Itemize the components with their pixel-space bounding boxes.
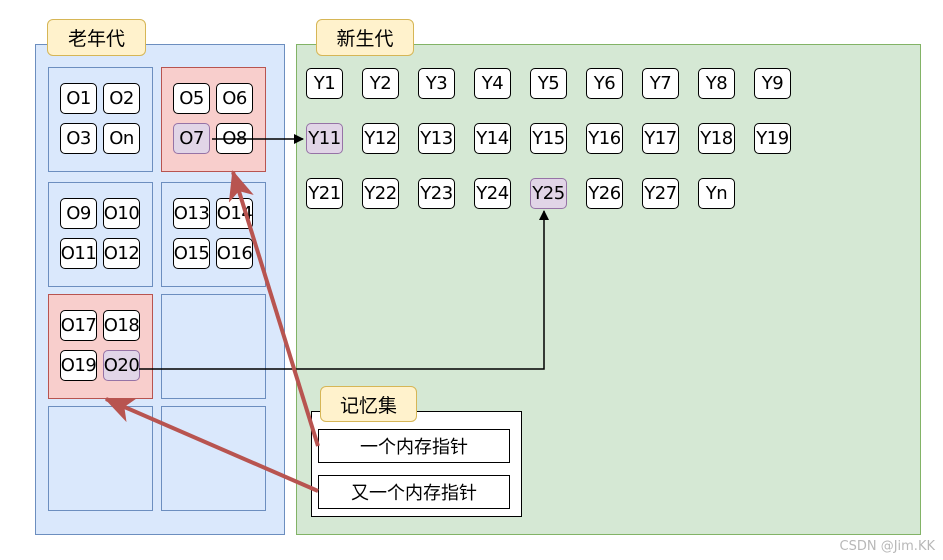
- old-object: O1: [60, 83, 97, 114]
- young-object: Y4: [474, 68, 511, 99]
- old-object: O10: [103, 198, 140, 229]
- old-object: O13: [173, 198, 210, 229]
- young-object: Y19: [754, 123, 791, 154]
- old-object: O17: [60, 310, 97, 341]
- young-object: Y2: [362, 68, 399, 99]
- young-object: Y7: [642, 68, 679, 99]
- old-generation-label: 老年代: [47, 19, 146, 56]
- young-object: Y9: [754, 68, 791, 99]
- young-object: Y22: [362, 178, 399, 209]
- young-object: Y26: [586, 178, 623, 209]
- young-object: Y6: [586, 68, 623, 99]
- old-object: O6: [216, 83, 253, 114]
- young-object: Y3: [418, 68, 455, 99]
- remembered-set-label: 记忆集: [320, 386, 417, 422]
- old-object: O12: [103, 238, 140, 269]
- young-object: Y11: [306, 123, 343, 154]
- young-generation-label: 新生代: [316, 19, 414, 56]
- young-object: Y14: [474, 123, 511, 154]
- young-object: Y5: [530, 68, 567, 99]
- young-object: Y12: [362, 123, 399, 154]
- young-object: Y1: [306, 68, 343, 99]
- old-object: O15: [173, 238, 210, 269]
- old-object: O9: [60, 198, 97, 229]
- old-object: O11: [60, 238, 97, 269]
- old-object: O8: [216, 123, 253, 154]
- young-object: Y24: [474, 178, 511, 209]
- young-object: Y16: [586, 123, 623, 154]
- old-object: O20: [103, 350, 140, 381]
- watermark: CSDN @Jim.KK: [839, 539, 936, 554]
- young-object: Y15: [530, 123, 567, 154]
- young-object: Yn: [698, 178, 735, 209]
- old-object: On: [103, 123, 140, 154]
- young-object: Y8: [698, 68, 735, 99]
- old-object: O16: [216, 238, 253, 269]
- young-object: Y21: [306, 178, 343, 209]
- remembered-set-entry: 又一个内存指针: [318, 475, 510, 509]
- young-object: Y27: [642, 178, 679, 209]
- old-object: O18: [103, 310, 140, 341]
- old-object: O19: [60, 350, 97, 381]
- young-object: Y18: [698, 123, 735, 154]
- old-region: [161, 294, 266, 399]
- old-object: O5: [173, 83, 210, 114]
- old-object: O3: [60, 123, 97, 154]
- old-region: [48, 406, 153, 511]
- old-region: [161, 406, 266, 511]
- young-object: Y23: [418, 178, 455, 209]
- old-object: O7: [173, 123, 210, 154]
- remembered-set-entry: 一个内存指针: [318, 429, 510, 463]
- young-object: Y25: [530, 178, 567, 209]
- young-object: Y17: [642, 123, 679, 154]
- young-object: Y13: [418, 123, 455, 154]
- old-object: O2: [103, 83, 140, 114]
- old-object: O14: [216, 198, 253, 229]
